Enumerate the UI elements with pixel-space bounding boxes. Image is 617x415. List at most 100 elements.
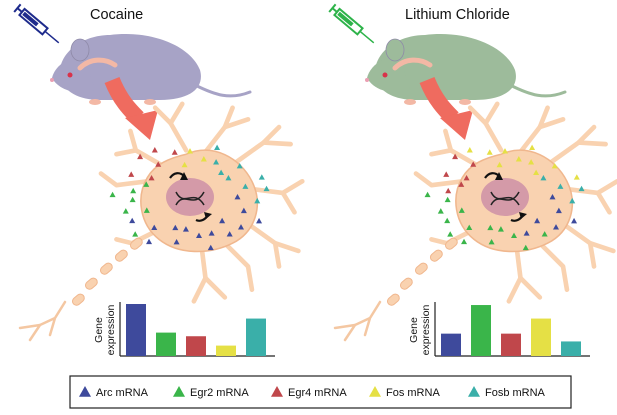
legend-fos-icon xyxy=(369,386,381,397)
bar-fos xyxy=(531,318,551,356)
mrna-egr2-triangle xyxy=(109,191,116,198)
mrna-fos-triangle xyxy=(466,147,473,153)
mrna-arc-triangle xyxy=(523,230,530,236)
mrna-fos-triangle xyxy=(496,161,503,168)
mrna-fos-triangle xyxy=(200,156,207,162)
legend-box xyxy=(69,375,572,409)
mrna-arc-triangle xyxy=(208,230,215,236)
mrna-arc-triangle xyxy=(172,224,179,231)
legend-fosb-icon xyxy=(468,386,480,397)
bar-fos xyxy=(216,345,236,356)
panel-title: Cocaine xyxy=(90,7,143,23)
gene-expression-chart: Geneexpression xyxy=(408,302,590,357)
mrna-fos-triangle xyxy=(533,169,540,175)
mrna-egr4-triangle xyxy=(171,149,178,155)
mrna-fos-triangle xyxy=(529,144,536,151)
mrna-fosb-triangle xyxy=(213,159,220,165)
mrna-egr2-triangle xyxy=(122,208,129,214)
mrna-fos-triangle xyxy=(551,162,558,169)
mrna-fos-triangle xyxy=(502,148,508,154)
mrna-fosb-triangle xyxy=(236,162,243,169)
arrow-head-icon xyxy=(125,110,158,140)
mrna-arc-triangle xyxy=(182,226,189,232)
axon-icon xyxy=(18,237,143,342)
mrna-fosb-triangle xyxy=(214,144,221,151)
gene-expression-chart: Geneexpression xyxy=(93,302,275,357)
mrna-egr4-triangle xyxy=(151,147,158,153)
bar-egr2 xyxy=(471,305,491,356)
mrna-fosb-triangle xyxy=(258,174,265,180)
mrna-arc-triangle xyxy=(555,207,562,214)
bar-egr4 xyxy=(501,333,521,356)
syringe-icon xyxy=(13,3,60,44)
mrna-cluster xyxy=(109,144,270,251)
mrna-egr2-triangle xyxy=(424,191,431,198)
mrna-arc-triangle xyxy=(534,217,541,224)
mrna-egr2-triangle xyxy=(129,196,136,203)
legend-arc-icon xyxy=(79,386,91,397)
mrna-arc-triangle xyxy=(146,238,153,245)
mrna-fos-triangle xyxy=(515,156,522,162)
mrna-arc-triangle xyxy=(173,238,180,245)
mrna-fosb-triangle xyxy=(578,185,585,192)
mrna-arc-triangle xyxy=(549,194,556,200)
syringe-icon xyxy=(328,3,375,44)
mrna-arc-triangle xyxy=(207,244,214,251)
mrna-fosb-triangle xyxy=(569,197,576,204)
mrna-arc-triangle xyxy=(240,207,247,214)
mrna-egr4-triangle xyxy=(128,171,135,177)
mrna-egr2-triangle xyxy=(143,207,150,213)
mouse-icon xyxy=(50,34,252,105)
mrna-fos-triangle xyxy=(528,159,535,165)
mrna-egr4-triangle xyxy=(155,161,162,167)
mrna-egr4-triangle xyxy=(458,181,465,187)
panel-title: Lithium Chloride xyxy=(405,7,510,23)
mrna-egr2-triangle xyxy=(447,231,454,237)
legend-egr4-icon xyxy=(271,386,283,397)
bar-arc xyxy=(126,304,146,356)
nucleus-icon xyxy=(166,178,214,216)
bar-fosb xyxy=(246,318,266,356)
mrna-arc-triangle xyxy=(226,231,233,237)
legend-label-fosb: Fosb mRNA xyxy=(485,387,546,399)
legend-egr2-icon xyxy=(173,386,185,397)
bar-egr2 xyxy=(156,332,176,356)
mrna-arc-triangle xyxy=(234,194,241,200)
bar-fosb xyxy=(561,341,581,356)
axon-icon xyxy=(333,237,458,342)
mrna-egr2-triangle xyxy=(437,208,444,214)
mrna-egr2-triangle xyxy=(488,238,495,245)
mrna-fos-triangle xyxy=(187,148,193,154)
mrna-egr2-triangle xyxy=(444,196,451,203)
mrna-fos-triangle xyxy=(573,174,580,180)
mrna-arc-triangle xyxy=(129,217,136,224)
legend-label-fos: Fos mRNA xyxy=(386,387,440,399)
legend-label-egr2: Egr2 mRNA xyxy=(190,387,249,399)
mrna-egr2-triangle xyxy=(522,244,529,251)
mrna-arc-triangle xyxy=(195,232,202,239)
mrna-egr4-triangle xyxy=(463,175,470,181)
mrna-egr2-triangle xyxy=(497,226,504,232)
mrna-egr2-triangle xyxy=(444,217,451,224)
bar-arc xyxy=(441,333,461,356)
mrna-egr4-triangle xyxy=(443,171,450,177)
mrna-egr2-triangle xyxy=(466,224,473,231)
mrna-fos-triangle xyxy=(486,149,493,155)
mrna-fos-triangle xyxy=(181,161,188,168)
mrna-egr2-triangle xyxy=(132,231,139,237)
mrna-egr4-triangle xyxy=(470,161,477,167)
mrna-egr4-triangle xyxy=(137,153,144,160)
mrna-fosb-triangle xyxy=(225,175,232,181)
mrna-egr2-triangle xyxy=(458,207,465,213)
mrna-egr4-triangle xyxy=(148,175,155,181)
mrna-egr2-triangle xyxy=(541,231,548,237)
mrna-fosb-triangle xyxy=(218,169,225,175)
mrna-egr2-triangle xyxy=(461,238,468,245)
legend-label-arc: Arc mRNA xyxy=(96,387,149,399)
mrna-egr2-triangle xyxy=(143,181,150,187)
mrna-egr4-triangle xyxy=(452,153,459,160)
